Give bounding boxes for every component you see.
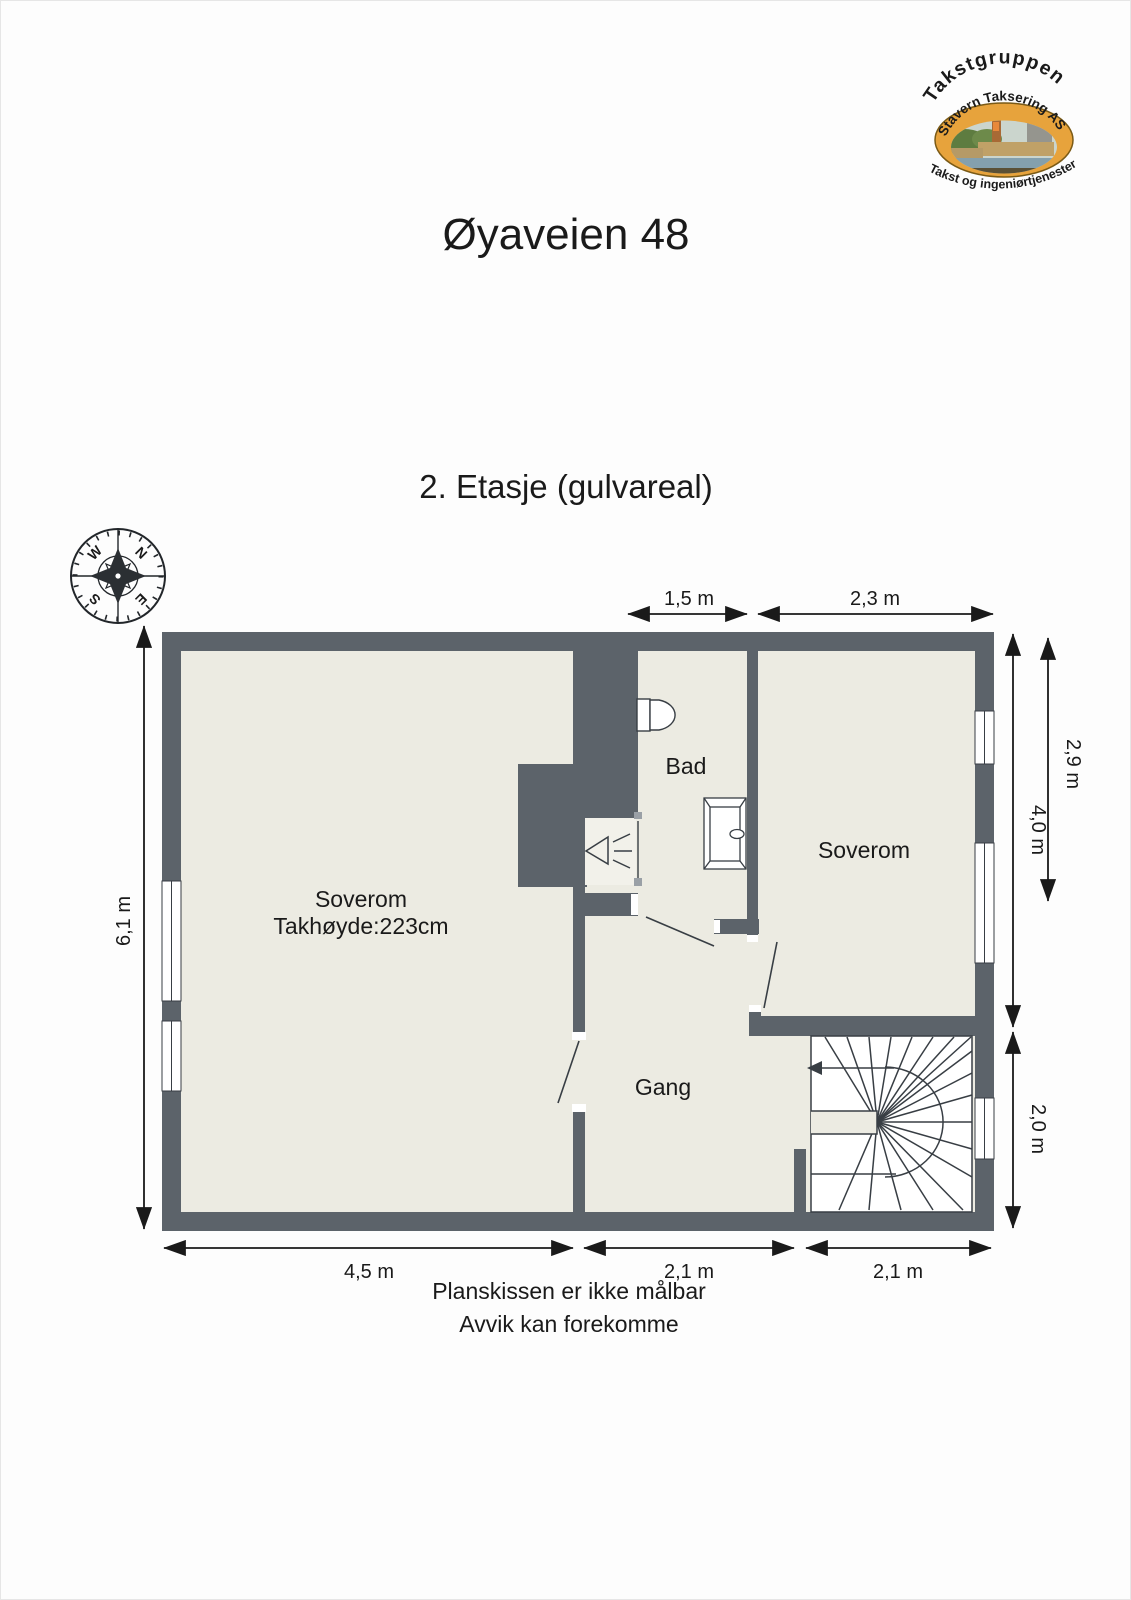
door-leaf-soverom-main xyxy=(557,1040,580,1104)
dimension-lines xyxy=(135,605,1057,1257)
dim-bottom-3: 2,1 m xyxy=(873,1261,923,1283)
page-title: Øyaveien 48 xyxy=(442,210,689,259)
windows xyxy=(161,710,995,1160)
dim-bottom-1: 4,5 m xyxy=(344,1261,394,1283)
dim-bottom-2: 2,1 m xyxy=(664,1261,714,1283)
dim-top-2: 2,3 m xyxy=(850,588,900,610)
dimension-labels: 1,5 m 2,3 m 6,1 m 2,9 m 4,0 m 2,0 m 4,5 … xyxy=(113,588,1084,1283)
dim-left-1: 6,1 m xyxy=(113,896,135,946)
staircase xyxy=(807,1035,973,1213)
dim-right-3: 2,0 m xyxy=(1027,1104,1049,1154)
room-label-soverom-main: Soverom xyxy=(315,886,407,912)
footer-line-2: Avvik kan forekomme xyxy=(459,1311,678,1337)
stair-landing-tongue xyxy=(811,1110,878,1135)
dim-right-2: 4,0 m xyxy=(1027,805,1049,855)
compass-e: E xyxy=(132,590,150,608)
outer-walls xyxy=(162,632,994,1231)
door-leaf-bad xyxy=(645,916,715,947)
room-label-bad: Bad xyxy=(666,753,707,779)
door-leaf-soverom-right xyxy=(763,941,778,1009)
toilet-icon xyxy=(636,698,676,732)
compass-rose: N E S W xyxy=(70,528,166,624)
window-icon xyxy=(974,842,995,964)
compass-n: N xyxy=(132,543,150,561)
interior-walls xyxy=(518,651,975,1212)
dim-top-1: 1,5 m xyxy=(664,588,714,610)
logo-scene-icon xyxy=(951,120,1057,174)
window-icon xyxy=(161,1020,182,1092)
footer-line-1: Planskissen er ikke målbar xyxy=(432,1278,706,1304)
stair-direction-arrow xyxy=(807,1061,894,1075)
stair-treads xyxy=(811,1036,973,1211)
room-label-gang: Gang xyxy=(635,1074,691,1100)
stair-curve xyxy=(884,1066,944,1178)
dim-right-1: 2,9 m xyxy=(1062,739,1084,789)
room-labels: Soverom Takhøyde:223cm Bad Soverom Gang xyxy=(273,753,910,1100)
compass-s: S xyxy=(86,590,104,608)
footer-note: Planskissen er ikke målbar Avvik kan for… xyxy=(432,1278,706,1337)
room-label-soverom-right: Soverom xyxy=(818,837,910,863)
window-icon xyxy=(974,710,995,765)
shower-icon xyxy=(584,833,632,869)
company-logo: Takstgruppen Stavern Taksering AS Takst … xyxy=(919,46,1079,191)
bathtub-icon xyxy=(703,797,747,870)
window-icon xyxy=(161,880,182,1002)
shower-cabin xyxy=(584,812,642,886)
floor-plan: Soverom Takhøyde:223cm Bad Soverom Gang xyxy=(161,632,995,1231)
room-note-ceiling-height: Takhøyde:223cm xyxy=(273,913,448,939)
door-opening-caps xyxy=(572,894,761,1112)
door-leaves xyxy=(557,916,778,1104)
page-subtitle: 2. Etasje (gulvareal) xyxy=(419,468,712,505)
window-icon xyxy=(974,1097,995,1160)
chimney-block xyxy=(518,764,587,887)
